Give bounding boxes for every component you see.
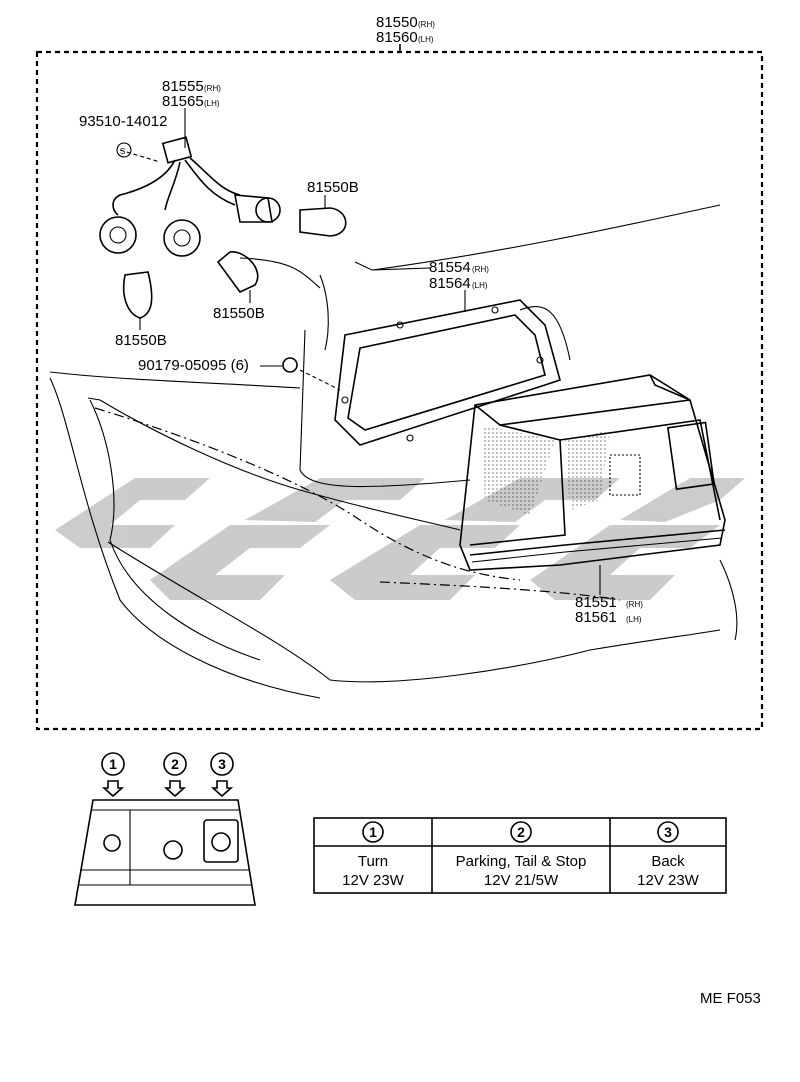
svg-text:2: 2 — [171, 756, 179, 772]
lens-lh-suffix: (LH) — [626, 615, 642, 624]
socket-harness-81555 — [99, 136, 281, 257]
bulb-middle — [216, 251, 259, 303]
screw-part-number: 93510-14012 — [79, 113, 167, 130]
position-marker-1: 1 — [101, 752, 125, 798]
gasket-lh-part: 81564 — [429, 275, 471, 292]
nut-part-number: 90179-05095 (6) — [138, 357, 249, 374]
gasket-81554 — [334, 299, 561, 446]
function-turn: Turn — [358, 853, 388, 870]
bulb-lower-label: 81550B — [115, 332, 167, 349]
bulb-lower — [122, 271, 153, 330]
function-back: Back — [651, 853, 685, 870]
svg-text:3: 3 — [218, 756, 226, 772]
table-header-2: 2 — [517, 824, 525, 840]
lens-lh-part: 81561 — [575, 609, 617, 626]
socket-rh-suffix: (RH) — [204, 84, 221, 93]
position-marker-2: 2 — [163, 752, 187, 798]
spec-parking-tail-stop: 12V 21/5W — [484, 872, 559, 889]
gasket-lh-suffix: (LH) — [472, 281, 488, 290]
nut-90179 — [260, 357, 341, 391]
lens-rh-suffix: (RH) — [626, 600, 643, 609]
screw-mark: S — [120, 147, 125, 156]
spec-back: 12V 23W — [637, 872, 700, 889]
gasket-rh-part: 81554 — [429, 259, 471, 276]
socket-rh-part: 81555 — [162, 78, 204, 95]
assembly-lh-part: 81560 — [376, 29, 418, 46]
socket-lh-part: 81565 — [162, 93, 204, 110]
watermark-logo — [55, 478, 745, 600]
lamp-front-view: 1 2 3 — [74, 752, 256, 906]
spec-turn: 12V 23W — [342, 872, 405, 889]
assembly-lh-suffix: (LH) — [418, 35, 434, 44]
lens-81551 — [459, 374, 726, 571]
socket-lh-suffix: (LH) — [204, 99, 220, 108]
function-parking-tail-stop: Parking, Tail & Stop — [456, 853, 587, 870]
table-header-3: 3 — [664, 824, 672, 840]
assembly-rh-suffix: (RH) — [418, 20, 435, 29]
bulb-middle-label: 81550B — [213, 305, 265, 322]
assembly-boundary — [35, 50, 764, 731]
vehicle-body-outline — [49, 204, 738, 699]
lens-rh-part: 81551 — [575, 594, 617, 611]
svg-text:1: 1 — [109, 756, 117, 772]
bulb-upper-label: 81550B — [307, 179, 359, 196]
bulb-upper — [299, 195, 347, 237]
gasket-rh-suffix: (RH) — [472, 265, 489, 274]
assembly-rh-part: 81550 — [376, 14, 418, 31]
figure-code: ME F053 — [700, 990, 761, 1007]
position-marker-3: 3 — [210, 752, 234, 798]
bulb-spec-table: 1 2 3 Turn 12V 23W Parking, Tail & Stop … — [313, 817, 727, 894]
table-header-1: 1 — [369, 824, 377, 840]
